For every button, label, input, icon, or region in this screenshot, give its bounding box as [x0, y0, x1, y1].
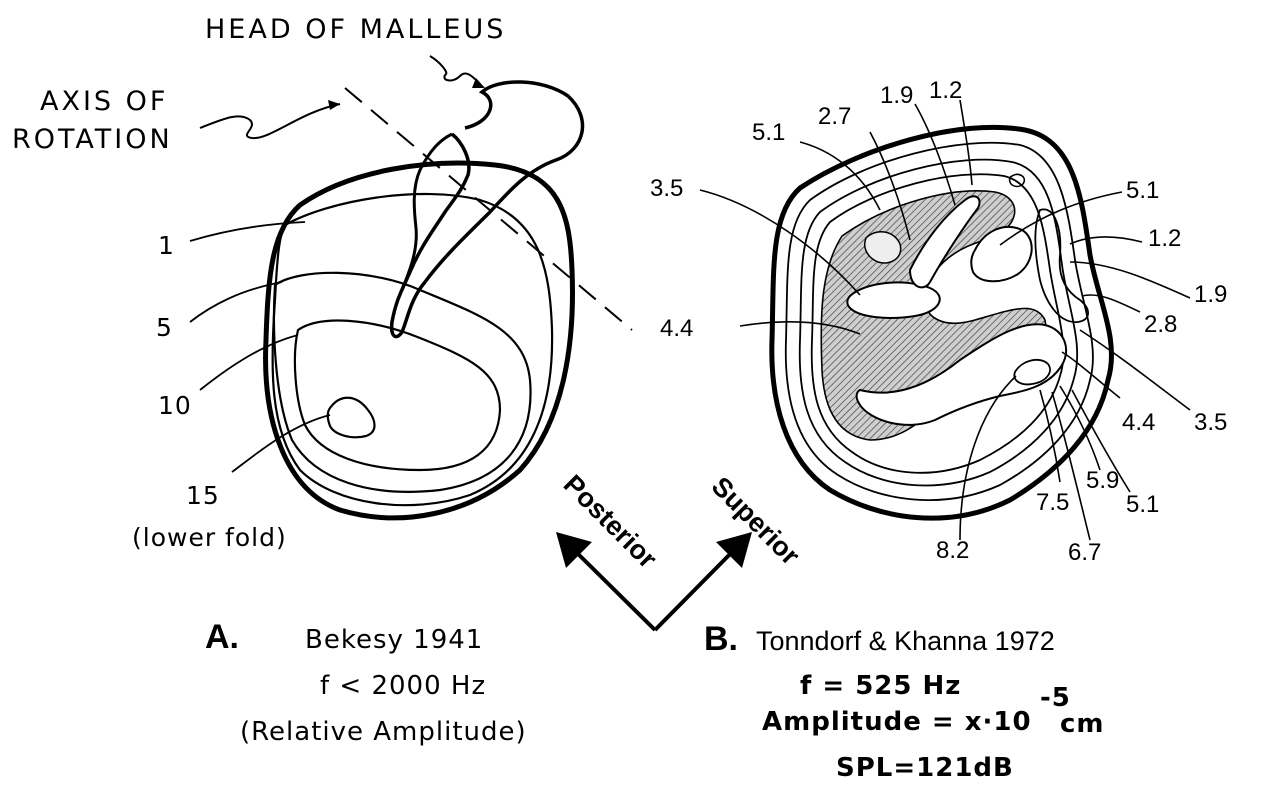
b-label-5-1-top: 5.1	[752, 119, 785, 146]
contour-label-1: 1	[158, 231, 175, 260]
leader-b-7-5	[1040, 390, 1060, 482]
b-label-2-7: 2.7	[818, 103, 851, 130]
malleus-leader-arrow	[430, 56, 478, 82]
b-label-5-9: 5.9	[1086, 467, 1119, 494]
leader-10	[200, 335, 298, 390]
axis-of-rotation-label-line2: ROTATION	[12, 124, 173, 155]
caption-b-frequency: f = 525 Hz	[800, 671, 961, 701]
b-label-3-5-right: 3.5	[1194, 409, 1227, 436]
panel-a-contour-15	[328, 398, 375, 438]
panel-a-contour-10	[295, 321, 500, 470]
caption-b-unit: cm	[1060, 709, 1105, 739]
b-label-4-4-right: 4.4	[1122, 409, 1155, 436]
b-label-8-2: 8.2	[936, 537, 969, 564]
leader-1	[190, 222, 305, 241]
leader-b-2-8	[1082, 295, 1140, 312]
b-label-1-2-right: 1.2	[1148, 225, 1181, 252]
caption-a-letter: A.	[205, 618, 239, 656]
contour-label-5: 5	[156, 313, 173, 342]
contour-label-10: 10	[158, 391, 192, 420]
caption-b-spl: SPL=121dB	[836, 753, 1014, 783]
axis-of-rotation	[345, 88, 632, 330]
panel-a-contour-1	[273, 194, 553, 505]
leader-b-1-9-top	[915, 104, 955, 205]
caption-b-amplitude: Amplitude = x·10	[762, 707, 1032, 737]
axis-of-rotation-label-line1: AXIS OF	[40, 86, 168, 117]
leader-b-3-5-right	[1080, 330, 1190, 410]
leader-b-1-9-right	[1070, 262, 1190, 298]
b-label-1-2-top: 1.2	[929, 77, 962, 104]
axis-leader-arrowhead	[328, 100, 340, 110]
leader-b-1-2-top	[960, 100, 972, 185]
panel-b-small-ring	[1010, 174, 1025, 186]
b-label-6-7: 6.7	[1068, 539, 1101, 566]
b-label-7-5: 7.5	[1036, 489, 1069, 516]
b-label-4-4-left: 4.4	[660, 315, 693, 342]
caption-a-frequency: f < 2000 Hz	[320, 671, 486, 701]
panel-a	[190, 56, 632, 518]
caption-a-author: Bekesy 1941	[305, 625, 483, 655]
b-label-5-1-right: 5.1	[1126, 177, 1159, 204]
axis-leader-arrow	[200, 104, 340, 138]
caption-b-letter: B.	[704, 620, 738, 658]
malleus	[392, 82, 583, 337]
contour-label-15: 15	[186, 481, 220, 510]
b-label-1-9-top: 1.9	[880, 82, 913, 109]
b-label-3-5-left: 3.5	[650, 175, 683, 202]
caption-b-author: Tonndorf & Khanna 1972	[756, 626, 1055, 656]
b-label-5-1-bottom: 5.1	[1126, 491, 1159, 518]
b-label-2-8: 2.8	[1144, 311, 1177, 338]
lower-fold-label: (lower fold)	[132, 523, 287, 552]
head-of-malleus-label: HEAD OF MALLEUS	[205, 14, 506, 45]
superior-arrow-shaft	[655, 544, 740, 630]
caption-a-note: (Relative Amplitude)	[240, 717, 527, 747]
b-label-1-9-right: 1.9	[1194, 281, 1227, 308]
superior-label: Superior	[706, 471, 806, 571]
leader-b-1-2-right	[1070, 237, 1142, 244]
